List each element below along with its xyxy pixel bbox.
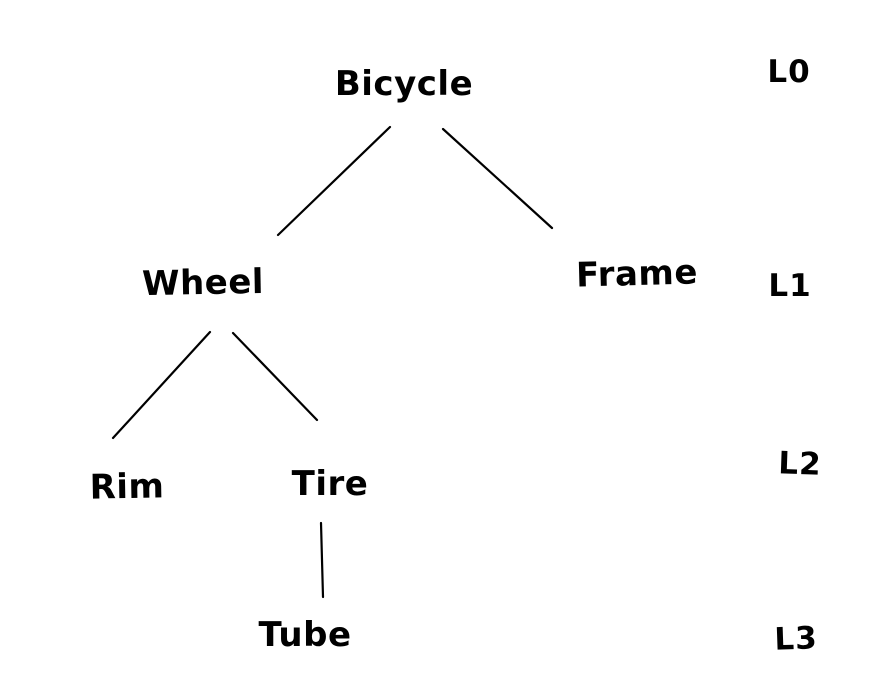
edge-wheel-tire [231, 331, 319, 422]
node-bicycle: Bicycle [334, 64, 474, 104]
level-label-l3: L3 [773, 620, 819, 658]
edge-bicycle-frame [441, 127, 554, 230]
node-tube: Tube [258, 615, 352, 655]
node-wheel: Wheel [141, 261, 265, 305]
node-tire: Tire [291, 464, 369, 504]
level-label-l1: L1 [768, 268, 812, 304]
node-frame: Frame [575, 252, 699, 296]
edge-wheel-rim [111, 330, 212, 440]
level-label-l2: L2 [777, 445, 823, 483]
edge-bicycle-wheel [276, 125, 392, 237]
level-label-l0: L0 [767, 54, 811, 90]
node-rim: Rim [89, 466, 165, 508]
edge-tire-tube [319, 521, 325, 599]
